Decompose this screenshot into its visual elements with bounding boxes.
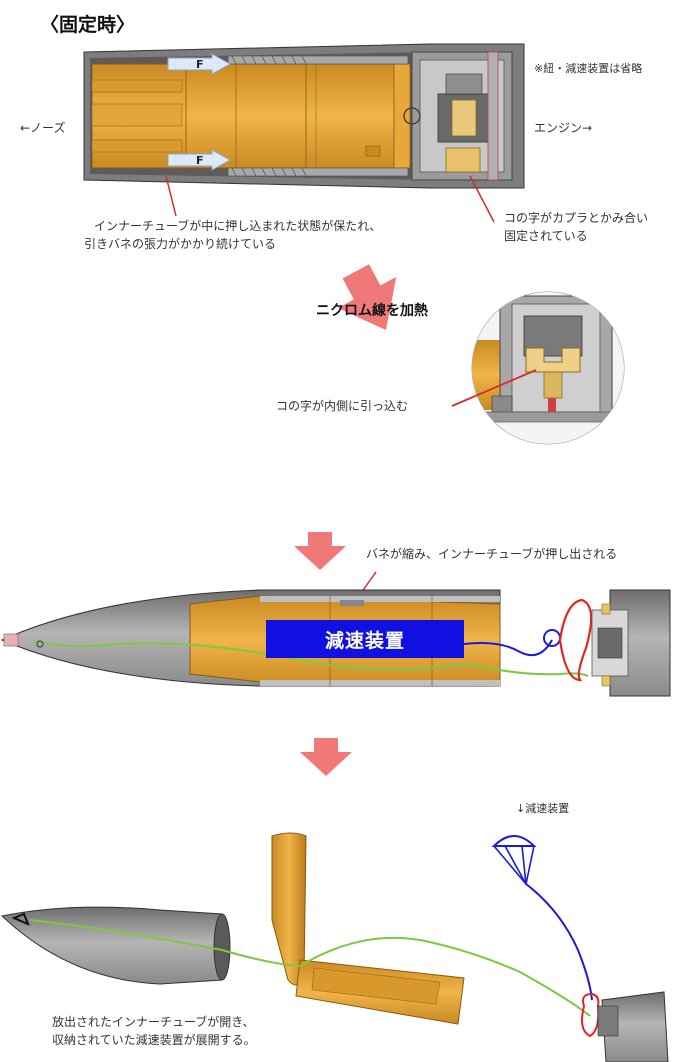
force-arrow-top: F xyxy=(167,53,232,75)
transition-arrow-1 xyxy=(337,264,397,331)
deployed-section xyxy=(0,832,669,1062)
nose-cone-separated xyxy=(0,906,231,985)
zoom-inset xyxy=(451,291,625,445)
transition-arrow-2 xyxy=(294,532,346,570)
shock-cord-blue-1 xyxy=(463,639,553,656)
coupler-deployed xyxy=(597,991,669,1062)
shock-cord-green-1 xyxy=(33,639,589,677)
transition-arrow-3 xyxy=(300,738,352,776)
drogue-stowed-box: 減速装置 xyxy=(266,620,464,658)
locked-state-heading: 〈固定時〉 xyxy=(40,14,136,36)
inner-tube-note-line-2: 引きバネの張力がかかり続けている xyxy=(84,237,277,251)
inner-tube-opened xyxy=(271,832,465,1025)
cshape-note-line-1: コの字がカプラとかみ合い xyxy=(504,211,649,225)
omitted-note: ※紐・減速装置は省略 xyxy=(534,62,643,75)
shock-cord-green-2 xyxy=(29,919,591,1017)
cshape-note-line-2: 固定されている xyxy=(504,229,588,243)
coupler-ejecting xyxy=(591,589,671,697)
cshape-pull-in-label: コの字が内側に引っ込む xyxy=(276,399,409,413)
coupler-locked xyxy=(403,51,513,181)
spring-note: バネが縮み、インナーチューブが押し出される xyxy=(366,547,618,561)
nose-direction-label: ←ノーズ xyxy=(20,121,66,135)
locked-state-section: F F xyxy=(83,43,525,223)
deploy-note-line-1: 放出されたインナーチューブが開き、 xyxy=(52,1015,255,1029)
shock-cord-blue-2 xyxy=(525,883,593,1001)
force-arrow-bottom: F xyxy=(167,149,232,171)
force-label-bottom: F xyxy=(196,154,204,167)
heat-nichrome-label: ニクロム線を加熱 xyxy=(316,303,428,319)
parachute-label: ↓減速装置 xyxy=(516,802,570,815)
drogue-parachute xyxy=(491,835,537,885)
engine-direction-label: エンジン→ xyxy=(534,121,593,135)
force-label-top: F xyxy=(196,58,204,71)
release-loop-red xyxy=(558,598,593,682)
deploy-note-line-2: 収納されていた減速装置が展開する。 xyxy=(52,1033,256,1047)
inner-tube-locked xyxy=(91,63,411,169)
inner-tube-note-line-1: インナーチューブが中に押し込まれた状態が保たれ、 xyxy=(94,219,382,233)
